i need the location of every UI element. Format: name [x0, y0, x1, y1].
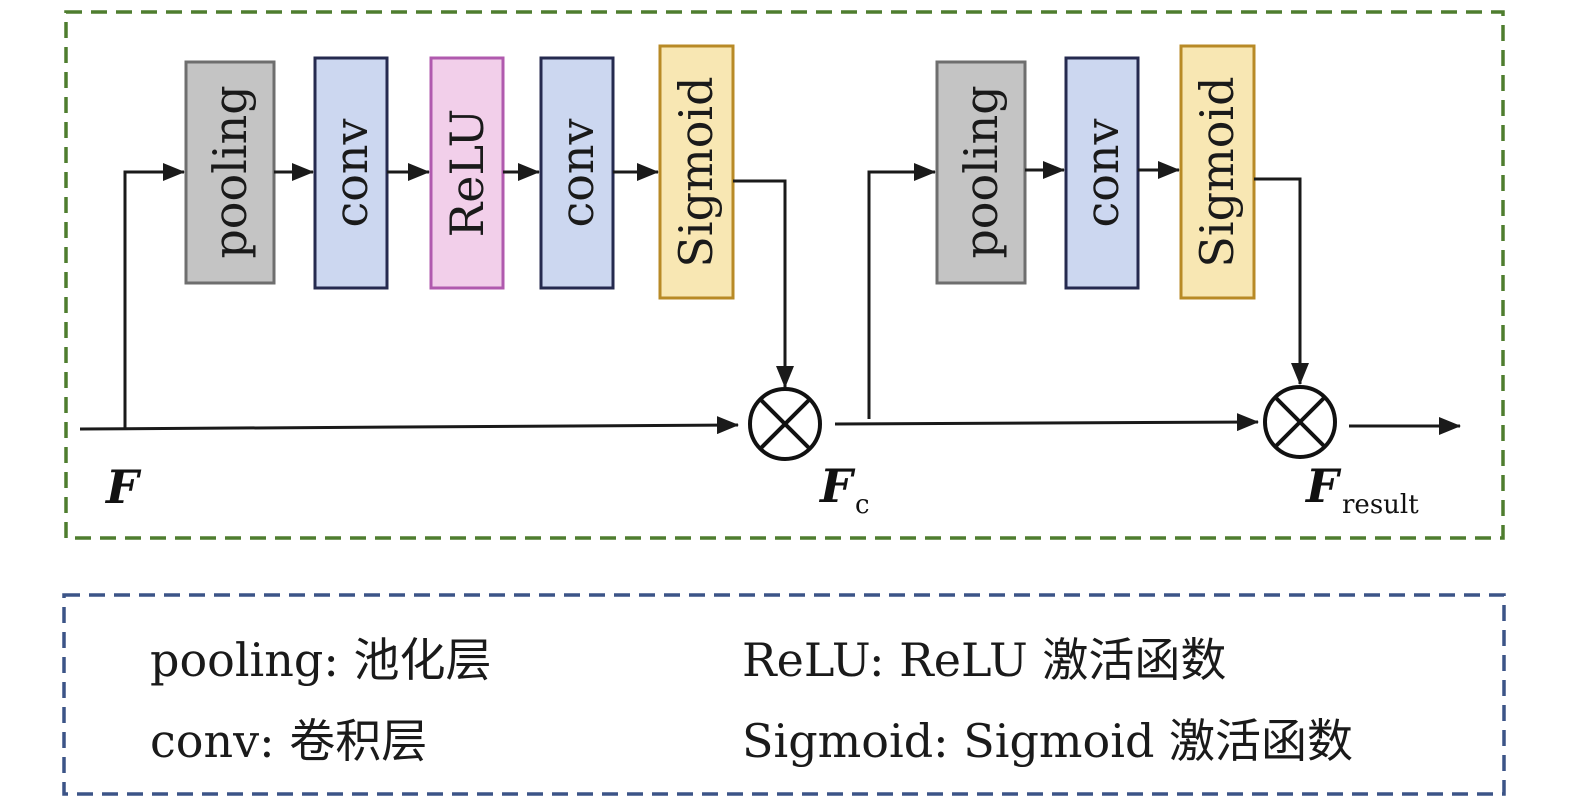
legend-border — [62, 593, 1506, 796]
arrow-sigmoid-to-multiply — [733, 179, 794, 388]
spatial-sigmoid-block: Sigmoid — [1179, 44, 1256, 300]
output-label-sub: result — [1342, 490, 1419, 520]
channel-sigmoid-block: Sigmoid — [658, 44, 735, 300]
legend-pooling: pooling: 池化层 — [150, 633, 491, 687]
spatial-pooling-block: pooling — [935, 60, 1027, 285]
channel-relu-block: ReLU — [429, 56, 505, 290]
input-label: F — [104, 460, 142, 514]
channel-pooling-label: pooling — [203, 85, 257, 258]
output-label-main: F — [1304, 459, 1342, 513]
spatial-sigmoid-label: Sigmoid — [1190, 76, 1244, 267]
channel-relu-label: ReLU — [440, 109, 494, 238]
fc-branch-line — [867, 163, 936, 419]
channel-conv2-label: conv — [550, 118, 604, 227]
legend-sigmoid: Sigmoid: Sigmoid 激活函数 — [742, 714, 1353, 768]
spatial-pooling-label: pooling — [954, 85, 1008, 258]
multiply-icon — [1263, 385, 1337, 459]
spatial-conv-block: conv — [1064, 56, 1140, 290]
multiply-icon — [748, 387, 822, 461]
fc-main-line — [834, 413, 1259, 432]
fc-label-sub: c — [855, 490, 870, 520]
channel-pooling-block: pooling — [184, 60, 276, 285]
channel-sigmoid-label: Sigmoid — [669, 76, 723, 267]
input-branch-line — [123, 163, 185, 429]
channel-conv1-block: conv — [313, 56, 389, 290]
channel-conv1-label: conv — [324, 118, 378, 227]
channel-conv2-block: conv — [539, 56, 615, 290]
fc-label: F c — [818, 459, 870, 520]
attention-module-border — [64, 10, 1505, 540]
input-main-line — [79, 416, 739, 435]
legend-conv: conv: 卷积层 — [150, 714, 427, 768]
output-label: F result — [1304, 459, 1419, 520]
legend-relu: ReLU: ReLU 激活函数 — [742, 633, 1226, 687]
spatial-conv-label: conv — [1075, 118, 1129, 227]
arrow-spatial-sigmoid-to-multiply — [1254, 177, 1309, 385]
fc-label-main: F — [818, 459, 856, 513]
